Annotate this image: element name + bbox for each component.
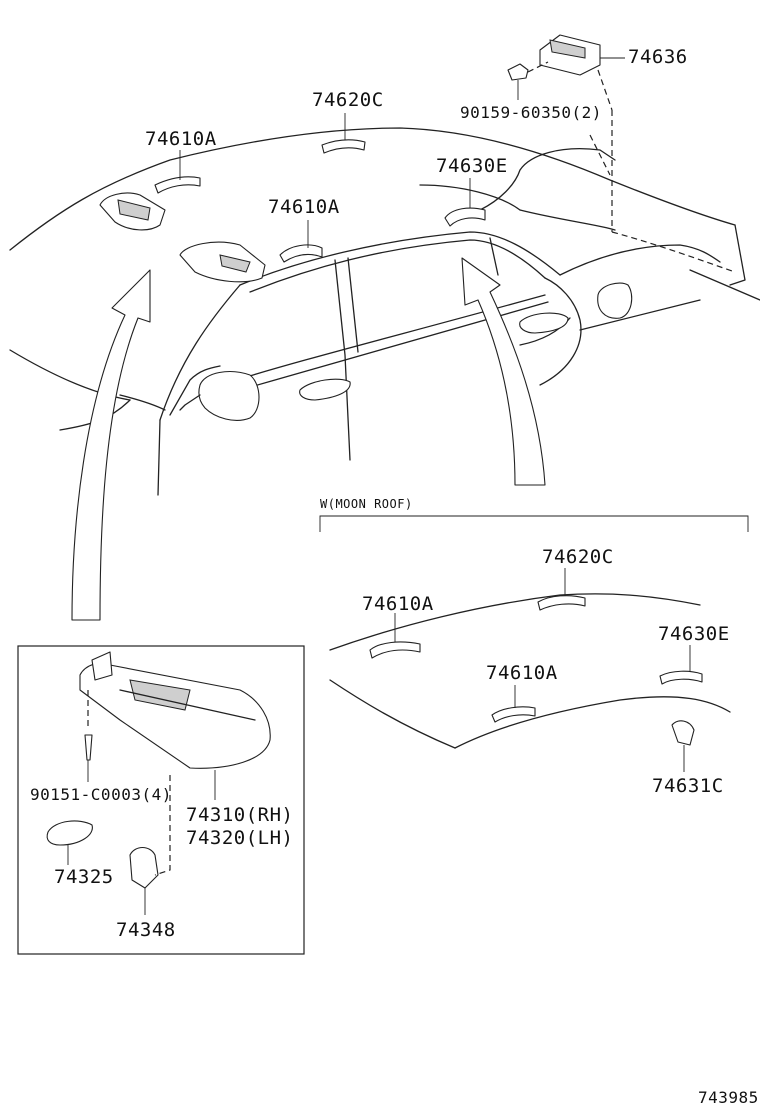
- label-74610a-top-left: 74610A: [145, 128, 217, 150]
- label-90159-60350: 90159-60350(2): [460, 103, 602, 122]
- label-74630e-moon: 74630E: [658, 623, 730, 645]
- label-74620c-top: 74620C: [312, 89, 384, 111]
- label-74310-rh: 74310(RH): [186, 804, 294, 826]
- label-74620c-moon: 74620C: [542, 546, 614, 568]
- label-74325: 74325: [54, 866, 114, 888]
- label-74610a-top-mid: 74610A: [268, 196, 340, 218]
- sun-visor-top: [99, 192, 266, 283]
- label-74320-lh: 74320(LH): [186, 827, 294, 849]
- bracket-74636: [507, 34, 625, 111]
- arrow-left: [71, 269, 151, 621]
- visor-detail-box: [17, 645, 305, 955]
- label-74630e-top: 74630E: [436, 155, 508, 177]
- moon-roof-outline: [329, 568, 731, 772]
- diagram-id: 743985: [698, 1088, 759, 1107]
- label-74610a-moon-left: 74610A: [362, 593, 434, 615]
- label-74610a-moon-mid: 74610A: [486, 662, 558, 684]
- label-74636: 74636: [628, 46, 688, 68]
- car-body-outline: [9, 110, 760, 496]
- label-90151-c0003: 90151-C0003(4): [30, 785, 172, 804]
- label-74631c: 74631C: [652, 775, 724, 797]
- label-74348: 74348: [116, 919, 176, 941]
- arrow-right: [461, 257, 546, 486]
- moon-roof-bracket: [319, 515, 749, 532]
- assist-grips-top: [154, 139, 486, 263]
- leaders-top: [179, 113, 471, 248]
- moon-roof-section-title: W(MOON ROOF): [320, 497, 413, 511]
